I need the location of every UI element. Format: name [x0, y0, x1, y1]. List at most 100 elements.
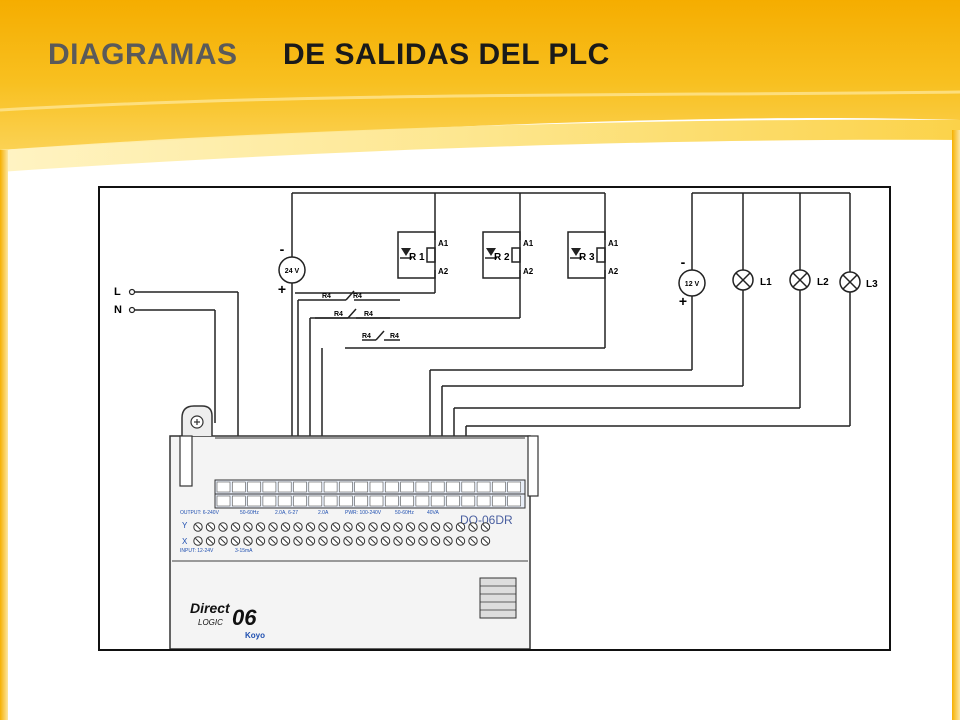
plc-terminal-slot [482, 538, 489, 544]
contact-r4-1-right: R4 [353, 293, 362, 300]
terminal-n [128, 306, 136, 314]
plc-terminal-slot [282, 538, 289, 544]
plc-terminal-slot [257, 524, 264, 530]
line-n-label: N [114, 304, 122, 316]
plc-terminal-slot [332, 524, 339, 530]
plc-terminal-block-top [415, 481, 430, 493]
plc-brand-logo: Direct LOGIC 06 Koyo [190, 600, 265, 640]
supply-12v-symbol [678, 269, 706, 297]
plc-pwr-freq: 50-60Hz [395, 510, 414, 516]
plc-terminal-slot [307, 524, 314, 530]
plc-terminal-block-bottom [293, 495, 307, 507]
plc-terminal-slot [382, 524, 389, 530]
wiring-diagram: 24 V - + R 1 A1 A2 R 2 A1 A2 R 3 A1 A2 R… [114, 192, 878, 649]
lamp-l3-icon [839, 271, 861, 293]
plc-terminal-block-top [461, 481, 476, 493]
plc-terminal-block-bottom [308, 495, 323, 507]
plc-terminal-block-bottom [430, 495, 445, 507]
plc-terminal-slot [432, 538, 439, 544]
plc-terminal-block-top [369, 481, 384, 493]
plc-terminal-slot [395, 524, 401, 530]
relay-r2-a2: A2 [523, 267, 534, 276]
plc-terminal-block-top [507, 481, 522, 493]
plc-terminal-slot [207, 524, 214, 530]
plc-terminal-slot [307, 538, 314, 544]
relay-r2-a1: A1 [523, 239, 534, 248]
plc-terminal-slot [295, 538, 301, 544]
plc-terminal-slot [270, 524, 276, 530]
supply-24v-symbol [278, 256, 306, 284]
relay-r1-a1: A1 [438, 239, 449, 248]
plc-terminal-slot [407, 524, 414, 530]
plc-terminal-block-bottom [446, 495, 460, 507]
plc-terminal-slot [195, 524, 201, 530]
plc-terminal-slot [457, 524, 464, 530]
plc-brand-logic: LOGIC [198, 618, 223, 627]
plc-terminal-block-bottom [400, 495, 414, 507]
plc-terminal-block-bottom [354, 495, 368, 507]
plc-terminal-slot [395, 538, 401, 544]
plc-terminal-slot [295, 524, 301, 530]
line-l-label: L [114, 286, 121, 298]
relay-r3-label: R 3 [579, 252, 595, 263]
title-de-salidas-del-plc: DE SALIDAS DEL PLC [283, 38, 610, 71]
plc-terminal-block-top [400, 481, 414, 493]
relay-r3-a2: A2 [608, 267, 619, 276]
plc-terminal-slot [407, 538, 414, 544]
plc-terminal-slot [420, 538, 426, 544]
plc-terminal-slot [482, 524, 489, 530]
plc-brand-maker: Koyo [245, 631, 265, 640]
plc-terminal-slot [445, 538, 451, 544]
plc-terminal-block-bottom [216, 495, 231, 507]
relay-r3-a1: A1 [608, 239, 619, 248]
plc-terminal-block-top [308, 481, 323, 493]
plc-terminal-block-bottom [369, 495, 384, 507]
plc-terminal-slot [445, 524, 451, 530]
plc-terminal-block-top [476, 481, 491, 493]
plc-output-spec: OUTPUT: 6-240V [180, 510, 220, 516]
plc-terminal-slot [220, 538, 226, 544]
contact-r4-3-left: R4 [362, 333, 371, 340]
plc-terminal-block-top [262, 481, 277, 493]
lamp-l2-icon [789, 269, 811, 291]
plc-row-x: X [182, 537, 188, 546]
plc-terminal-block-top [384, 481, 399, 493]
plc-terminal-block-bottom [507, 495, 522, 507]
plc-terminal-block-bottom [232, 495, 246, 507]
plc-terminal-slot [257, 538, 264, 544]
plc-terminal-slot [470, 524, 476, 530]
plc-terminal-slot [357, 538, 364, 544]
supply-12v-plus: + [679, 293, 687, 309]
plc-terminal-slot [457, 538, 464, 544]
lamp-l1-icon [732, 269, 754, 291]
supply-24v-label: 24 V [285, 268, 300, 275]
plc-terminal-slot [232, 538, 239, 544]
terminal-l [128, 288, 136, 296]
supply-12v-label: 12 V [685, 281, 700, 288]
plc-terminal-block-bottom [492, 495, 506, 507]
plc-va-spec: 40VA [427, 510, 440, 516]
contact-r4-1-left: R4 [322, 293, 331, 300]
plc-terminal-block-top [354, 481, 368, 493]
plc-row-y: Y [182, 521, 188, 530]
contact-r4-2: R4 R4 [310, 308, 390, 319]
plc-terminal-block-bottom [461, 495, 476, 507]
lamp-l3-label: L3 [866, 279, 878, 290]
plc-terminal-block-top [232, 481, 246, 493]
plc-terminal-block-top [492, 481, 506, 493]
plc-current-spec: 2.0A, 6-27 [275, 510, 298, 516]
plc-terminal-rows [193, 481, 522, 546]
plc-terminal-block-bottom [323, 495, 338, 507]
plc-terminal-slot [320, 538, 326, 544]
contact-r4-3: R4 R4 [362, 330, 400, 341]
plc-terminal-slot [232, 524, 239, 530]
plc-terminal-block-bottom [415, 495, 430, 507]
plc-terminal-slot [470, 538, 476, 544]
plc-input-spec: INPUT: 12-24V [180, 548, 214, 554]
lamp-l1-label: L1 [760, 277, 772, 288]
plc-terminal-slot [345, 524, 351, 530]
plc-terminal-slot [370, 538, 376, 544]
contact-r4-1: R4 R4 [298, 290, 400, 301]
contact-r4-2-left: R4 [334, 311, 343, 318]
title-diagramas: DIAGRAMAS [48, 38, 238, 71]
